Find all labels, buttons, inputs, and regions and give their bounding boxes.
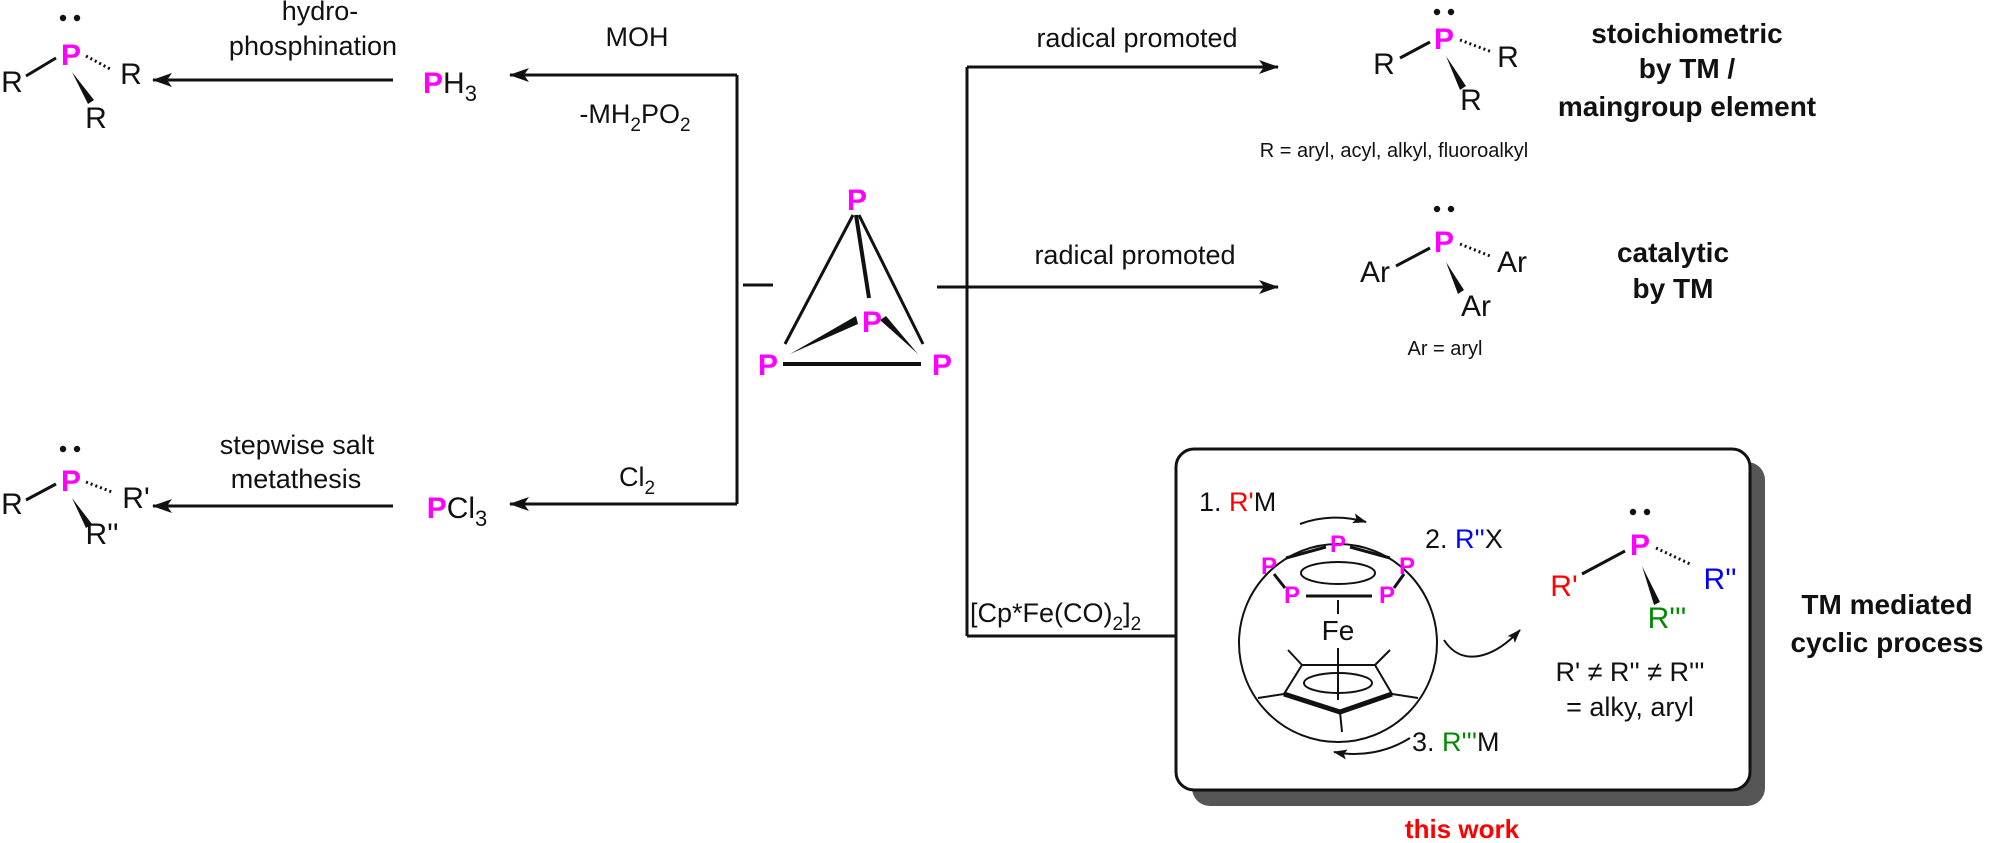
p5-atom-right: P: [1399, 553, 1415, 580]
substituent-r1: R: [1, 66, 23, 99]
substituent-r2: R: [1497, 41, 1519, 74]
reagent-cl2: Cl2: [619, 462, 655, 499]
definition-ar: Ar = aryl: [1407, 338, 1482, 360]
substituent-r1: R: [1373, 48, 1395, 81]
p4-atom-left: P: [758, 349, 778, 382]
p4-tetrahedron: P P P P: [758, 184, 952, 382]
description-line-2: by TM /: [1639, 53, 1736, 84]
atom-p: P: [1434, 226, 1454, 259]
description-line-3: maingroup element: [1558, 91, 1816, 122]
cycle-arrow-top: [1299, 513, 1367, 525]
substituent-r3: R: [1460, 84, 1482, 117]
p5-atom-bottom-left: P: [1284, 582, 1300, 609]
p5-atom-bottom-right: P: [1379, 582, 1395, 609]
substituent-r: R: [1, 488, 23, 521]
step-label-metathesis: metathesis: [231, 464, 362, 494]
arrow-label-radical-1: radical promoted: [1036, 23, 1237, 53]
p5-atom-top: P: [1330, 531, 1346, 558]
description-catalytic-1: catalytic: [1617, 237, 1729, 268]
condition-alky-aryl: = alky, aryl: [1566, 692, 1694, 722]
atom-p: P: [61, 39, 81, 72]
product-release-arrow: [1443, 629, 1521, 658]
right-branch-arrows: [937, 60, 1279, 643]
left-branch-arrows: [152, 68, 773, 513]
product-pr3-right-top: P R R R: [1373, 8, 1519, 117]
this-work-label: this work: [1405, 814, 1520, 843]
p4-atom-top: P: [847, 184, 867, 217]
arrow-label-cp-fe: [Cp*Fe(CO)2]2: [970, 598, 1141, 635]
cycle-arrow-bottom: [1333, 737, 1411, 760]
product-pr1r2r3: P R' R'' R''': [1550, 508, 1737, 635]
substituent-ar1: Ar: [1360, 256, 1390, 289]
description-tm-mediated: TM mediated: [1801, 589, 1972, 620]
p5-atom-left: P: [1261, 553, 1277, 580]
substituent-r3: R: [85, 102, 107, 135]
fe-p5-complex: P P P P P Fe: [1257, 531, 1419, 733]
substituent-r-prime: R': [1550, 570, 1577, 603]
product-par3: P Ar Ar Ar: [1360, 205, 1527, 323]
atom-p: P: [61, 465, 81, 498]
description-catalytic-2: by TM: [1633, 273, 1714, 304]
product-prr-left: P R R' R'': [1, 445, 150, 551]
substituent-r-triple-prime: R''': [1648, 602, 1687, 635]
step-label-phosphination: phosphination: [229, 31, 397, 61]
step-label-hydro: hydro-: [282, 0, 359, 26]
intermediate-pcl3: PCl3: [427, 492, 488, 531]
condition-inequality: R' ≠ R'' ≠ R''': [1555, 657, 1704, 687]
substituent-r-prime: R': [122, 482, 149, 515]
cycle-circle: [1238, 543, 1438, 743]
atom-p: P: [1630, 529, 1650, 562]
substituent-ar2: Ar: [1497, 246, 1527, 279]
substituent-ar3: Ar: [1461, 290, 1491, 323]
step-1: 1. R'M: [1199, 487, 1276, 517]
description-cyclic-process: cyclic process: [1790, 627, 1983, 658]
step-label-stepwise: stepwise salt: [220, 430, 375, 460]
arrow-label-radical-2: radical promoted: [1034, 240, 1235, 270]
substituent-r-double-prime: R'': [1703, 563, 1736, 596]
step-2: 2. R''X: [1425, 524, 1503, 554]
substituent-r-double-prime: R'': [85, 518, 118, 551]
reagent-moh: MOH: [606, 22, 669, 52]
step-3: 3. R'''M: [1412, 727, 1500, 757]
fe-atom: Fe: [1322, 615, 1355, 646]
reagent-mh2po2: -MH2PO2: [579, 99, 690, 136]
product-pr3-left: P R R R: [1, 14, 142, 135]
p4-atom-right: P: [932, 349, 952, 382]
definition-r: R = aryl, acyl, alkyl, fluoroalkyl: [1260, 140, 1528, 162]
atom-p: P: [1434, 23, 1454, 56]
substituent-r2: R: [120, 58, 142, 91]
intermediate-ph3: PH3: [423, 67, 477, 106]
description-line-1: stoichiometric: [1591, 18, 1782, 49]
p4-atom-center: P: [862, 306, 882, 339]
